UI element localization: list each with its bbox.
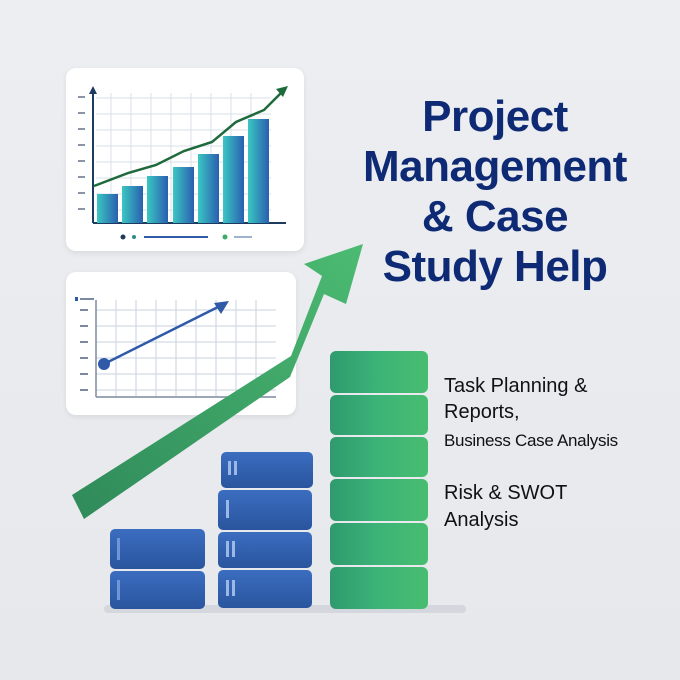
growth-arrow-icon xyxy=(72,244,363,519)
bar-chart-graphic xyxy=(78,86,288,240)
trend-line xyxy=(93,89,285,188)
blue-stack-small xyxy=(110,529,205,609)
dot-1 xyxy=(120,234,126,240)
headline: Project Management & Case Study Help xyxy=(330,92,660,293)
headline-line-1: Project xyxy=(422,92,568,141)
dot-3 xyxy=(222,234,228,240)
bars xyxy=(97,119,269,223)
service-line-1: Task Planning & xyxy=(444,375,588,397)
bar-4 xyxy=(173,167,194,223)
trend-line xyxy=(103,304,221,366)
y-ticks xyxy=(80,309,88,391)
bar-chart-card xyxy=(66,68,304,251)
green-stack-tall xyxy=(330,351,428,609)
start-point xyxy=(98,358,110,370)
headline-line-3: & Case xyxy=(421,192,569,242)
bar-7 xyxy=(248,119,269,223)
bar-1 xyxy=(97,194,118,223)
trend-arrow-icon xyxy=(276,86,288,97)
bar-5 xyxy=(198,154,219,223)
bar-2 xyxy=(122,186,143,223)
service-line-4: Risk & SWOT xyxy=(444,482,568,504)
line-chart-graphic xyxy=(75,297,276,398)
headline-line-2: Management xyxy=(363,142,627,192)
grid xyxy=(96,300,276,397)
service-line-3: Business Case Analysis xyxy=(444,431,618,450)
headline-line-4: Study Help xyxy=(382,242,608,292)
service-line-5: Analysis xyxy=(444,509,519,531)
y-ticks xyxy=(78,96,85,210)
service-line-2: Reports, xyxy=(444,401,520,423)
bar-6 xyxy=(223,136,244,223)
y-axis-arrow-icon xyxy=(89,86,97,94)
bar-3 xyxy=(147,176,168,223)
blue-stack-medium xyxy=(218,452,313,608)
dot-2 xyxy=(132,235,136,239)
trend-arrow-icon xyxy=(214,301,229,314)
